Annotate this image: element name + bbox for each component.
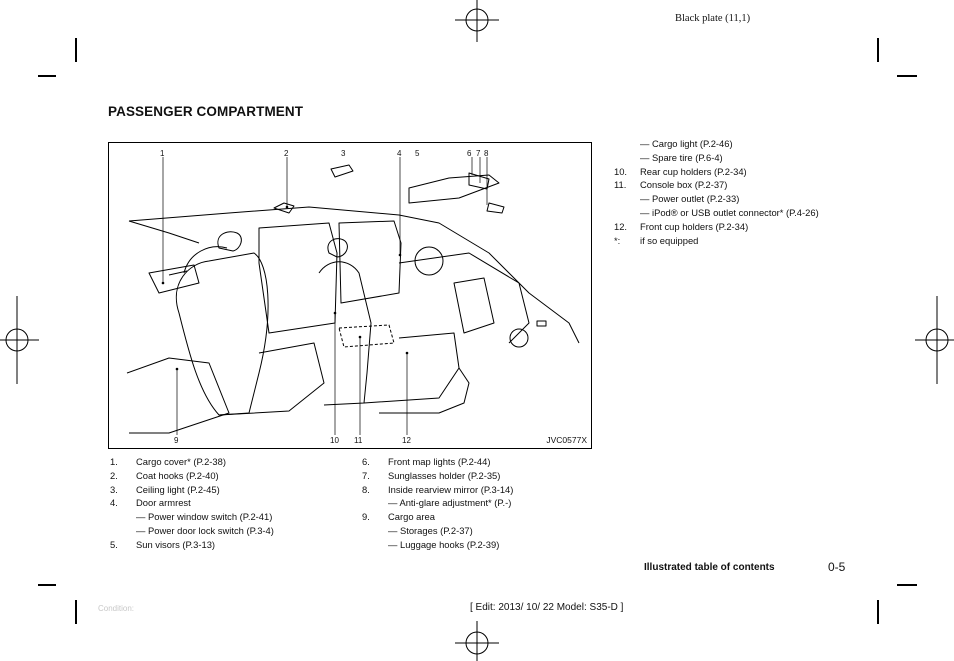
item-text: — Power outlet (P.2-33) xyxy=(640,193,740,205)
item-number: 9. xyxy=(362,511,370,523)
list-item: 11. Console box (P.2-37) xyxy=(614,178,819,192)
list-item: 8. Inside rearview mirror (P.3-14) xyxy=(362,483,513,497)
item-number: 5. xyxy=(110,538,118,550)
item-text: Rear cup holders (P.2-34) xyxy=(640,165,747,177)
list-subitem: — Cargo light (P.2-46) xyxy=(614,137,819,151)
item-number: 10. xyxy=(614,165,628,177)
condition-label: Condition: xyxy=(98,604,135,613)
item-text: Door armrest xyxy=(136,497,191,509)
item-text: Cargo cover* (P.2-38) xyxy=(136,456,226,467)
item-text: Front map lights (P.2-44) xyxy=(388,456,491,467)
item-number: 7. xyxy=(362,469,370,481)
list-subitem: — iPod® or USB outlet connector* (P.4-26… xyxy=(614,206,819,220)
item-text: — Storages (P.2-37) xyxy=(388,524,473,536)
item-text: Front cup holders (P.2-34) xyxy=(640,220,749,232)
callout-9: 9 xyxy=(174,436,179,445)
item-number: 6. xyxy=(362,456,370,467)
interior-drawing xyxy=(126,157,580,435)
list-item: 12. Front cup holders (P.2-34) xyxy=(614,220,819,234)
item-text: Inside rearview mirror (P.3-14) xyxy=(388,483,514,495)
callout-2: 2 xyxy=(284,149,289,158)
list-item: 10. Rear cup holders (P.2-34) xyxy=(614,165,819,179)
callout-10: 10 xyxy=(330,436,339,445)
list-subitem: — Luggage hooks (P.2-39) xyxy=(362,538,513,552)
callout-4: 4 xyxy=(397,149,402,158)
list-subitem: — Power door lock switch (P.3-4) xyxy=(110,524,274,538)
page-number: 0-5 xyxy=(828,560,846,574)
item-text: — Anti-glare adjustment* (P.-) xyxy=(388,497,512,509)
item-text: — Spare tire (P.6-4) xyxy=(640,151,723,163)
footer-section-label: Illustrated table of contents xyxy=(644,562,775,573)
list-item: 2. Coat hooks (P.2-40) xyxy=(110,469,274,483)
list-item: 9. Cargo area xyxy=(362,510,513,524)
item-text: if so equipped xyxy=(640,234,699,246)
list-item: 1. Cargo cover* (P.2-38) xyxy=(110,455,274,469)
list-item: 3. Ceiling light (P.2-45) xyxy=(110,483,274,497)
legend-list-right: — Cargo light (P.2-46) — Spare tire (P.6… xyxy=(614,137,819,247)
item-text: Cargo area xyxy=(388,511,435,523)
item-text: — Cargo light (P.2-46) xyxy=(640,138,733,149)
item-number: 12. xyxy=(614,220,628,232)
interior-illustration: 1 2 3 4 5 6 7 8 9 10 11 12 JVC0577X xyxy=(108,142,592,449)
item-number: 11. xyxy=(614,179,627,191)
item-number: 2. xyxy=(110,469,118,481)
item-number: 3. xyxy=(110,483,118,495)
item-number: 1. xyxy=(110,456,118,467)
item-text: — Power window switch (P.2-41) xyxy=(136,511,273,523)
item-text: Console box (P.2-37) xyxy=(640,179,728,191)
item-text: Sunglasses holder (P.2-35) xyxy=(388,469,501,481)
list-item: *: if so equipped xyxy=(614,234,819,248)
item-number: *: xyxy=(614,234,621,246)
legend-list-middle: 6. Front map lights (P.2-44) 7. Sunglasses… xyxy=(362,455,513,552)
callout-11: 11 xyxy=(354,436,363,445)
list-item: 6. Front map lights (P.2-44) xyxy=(362,455,513,469)
list-subitem: — Power outlet (P.2-33) xyxy=(614,192,819,206)
list-item: 4. Door armrest xyxy=(110,496,274,510)
item-text: — Power door lock switch (P.3-4) xyxy=(136,524,274,536)
item-text: — iPod® or USB outlet connector* (P.4-26… xyxy=(640,206,819,218)
list-item: 7. Sunglasses holder (P.2-35) xyxy=(362,469,513,483)
plate-label: Black plate (11,1) xyxy=(675,13,751,24)
callout-3: 3 xyxy=(341,149,346,158)
legend-list-left: 1. Cargo cover* (P.2-38) 2. Coat hooks (P.… xyxy=(110,455,274,552)
section-title: PASSENGER COMPARTMENT xyxy=(108,104,304,119)
figure-code: JVC0577X xyxy=(546,435,587,445)
edit-info: [ Edit: 2013/ 10/ 22 Model: S35-D ] xyxy=(470,602,624,613)
item-number: 4. xyxy=(110,497,118,509)
callout-7: 7 xyxy=(476,149,481,158)
list-subitem: — Storages (P.2-37) xyxy=(362,524,513,538)
item-text: Sun visors (P.3-13) xyxy=(136,538,216,550)
list-subitem: — Power window switch (P.2-41) xyxy=(110,510,274,524)
callout-1: 1 xyxy=(160,149,165,158)
callout-6: 6 xyxy=(467,149,472,158)
item-number: 8. xyxy=(362,483,370,495)
callout-8: 8 xyxy=(484,149,489,158)
list-subitem: — Spare tire (P.6-4) xyxy=(614,151,819,165)
item-text: Coat hooks (P.2-40) xyxy=(136,469,219,481)
callout-5: 5 xyxy=(415,149,420,158)
item-text: — Luggage hooks (P.2-39) xyxy=(388,538,500,550)
callout-12: 12 xyxy=(402,436,411,445)
list-subitem: — Anti-glare adjustment* (P.-) xyxy=(362,496,513,510)
list-item: 5. Sun visors (P.3-13) xyxy=(110,538,274,552)
item-text: Ceiling light (P.2-45) xyxy=(136,483,220,495)
